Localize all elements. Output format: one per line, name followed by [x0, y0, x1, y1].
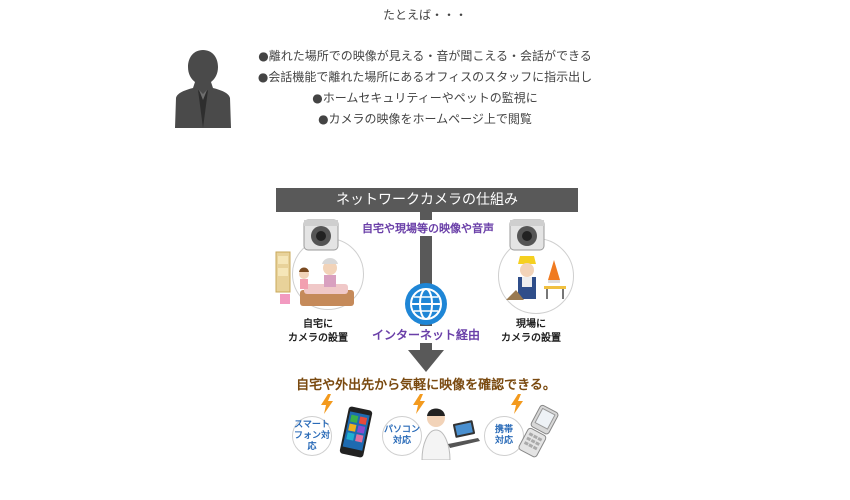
pc-user-illustration — [421, 408, 480, 460]
home-room-illustration — [275, 251, 354, 306]
arrow-down-icon — [408, 350, 444, 372]
camera-icon — [509, 219, 545, 251]
camera-icon — [303, 219, 339, 251]
smartphone-support-badge: スマートフォン対応 — [292, 416, 332, 456]
home-caption: 自宅に カメラの設置 — [288, 319, 348, 344]
site-caption: 現場に カメラの設置 — [501, 319, 561, 344]
construction-site-illustration — [506, 256, 566, 300]
example-item: ●離れた場所での映像が見える・音が聞こえる・会話ができる — [258, 49, 592, 63]
businessman-silhouette-icon — [175, 50, 231, 128]
example-item: ●ホームセキュリティーやペットの監視に — [312, 91, 538, 105]
pc-support-badge: パソコン対応 — [382, 416, 422, 456]
internet-label: インターネット経由 — [372, 326, 481, 343]
signal-bolt-icon — [413, 394, 425, 414]
mobile-phone-support-badge: 携帯対応 — [484, 416, 524, 456]
site-bubble — [498, 238, 574, 314]
flip-phone-icon — [518, 404, 559, 458]
flow-label: 自宅や現場等の映像や音声 — [348, 220, 508, 236]
example-item: ●カメラの映像をホームページ上で閲覧 — [318, 112, 532, 126]
globe-icon — [405, 283, 447, 325]
intro-text: たとえば・・・ — [382, 8, 467, 22]
signal-bolt-icon — [321, 394, 333, 414]
example-item: ●会話機能で離れた場所にあるオフィスのスタッフに指示出し — [257, 70, 593, 84]
signal-bolt-icon — [511, 394, 523, 414]
smartphone-icon — [339, 406, 373, 458]
diagram-title: ネットワークカメラの仕組み — [276, 188, 578, 212]
example-list: ●離れた場所での映像が見える・音が聞こえる・会話ができる ●会話機能で離れた場所… — [240, 46, 610, 130]
result-text: 自宅や外出先から気軽に映像を確認できる。 — [296, 378, 556, 393]
